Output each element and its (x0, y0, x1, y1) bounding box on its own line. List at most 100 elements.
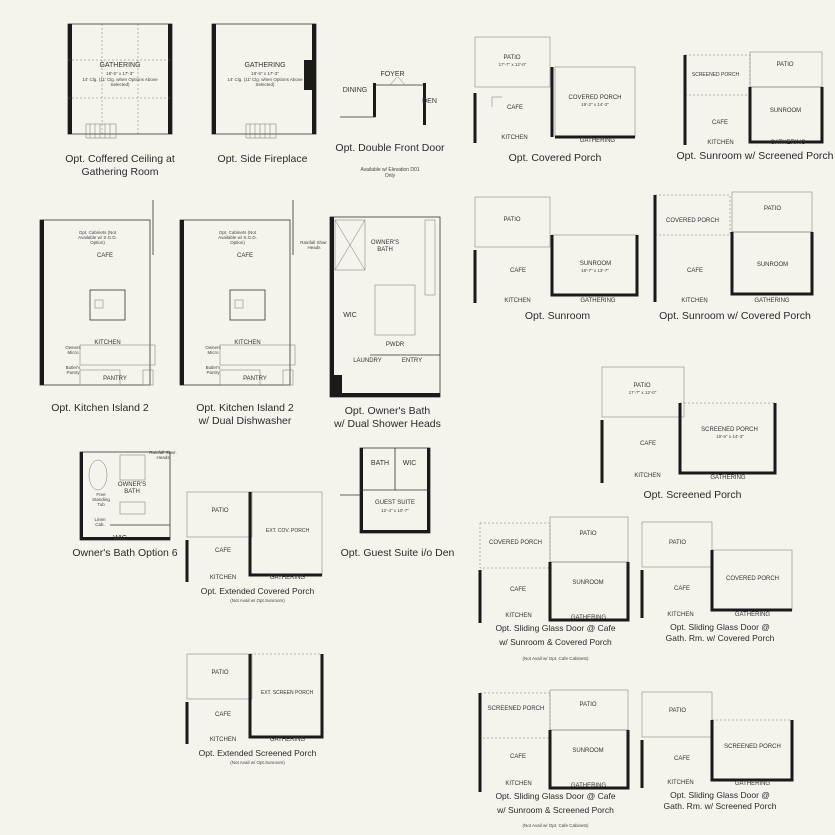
cafe-label: CAFE (673, 586, 690, 592)
sgd-cafe-scr-note: (Not Avail w/ Opt. Cafe Cabinets) (522, 823, 589, 828)
double-door-drawing (340, 76, 426, 125)
caption-kitchen-island2-dw-2: w/ Dual Dishwasher (198, 415, 292, 427)
owners-bath-label: OWNER'S BATH (117, 482, 147, 495)
gathering-dim: 18'-5" x 17'-3" (251, 71, 279, 76)
kitchen-label: KITCHEN (634, 473, 661, 479)
kitchen-label: KITCHEN (209, 575, 237, 581)
plan-kitchen-island2-dw: Opt. Cabinets (Not Available w/ S.G.D. O… (175, 195, 315, 430)
kitchen-island2-drawing (39, 200, 156, 386)
caption-owners-bath6: Owner's Bath Option 6 (72, 547, 178, 559)
patio-label: PATIO (579, 531, 597, 537)
gathering-label: GATHERING (580, 298, 616, 304)
caption-sgd-gath-cov-1: Opt. Sliding Glass Door @ (670, 622, 770, 632)
caption-sgd-cafe-cov-2: w/ Sunroom & Covered Porch (499, 637, 612, 647)
caption-covered-porch: Opt. Covered Porch (508, 152, 602, 164)
pwdr-label: PWDR (385, 342, 405, 348)
plan-sunroom: PATIO CAFE SUNROOM 18'-7" x 13'-7" KITCH… (470, 195, 645, 325)
caption-coffered: Opt. Coffered Ceiling at Gathering Room (65, 153, 175, 178)
owners-bath-label: OWNER'S BATH (370, 240, 400, 253)
owners-bath-dual-drawing (329, 216, 441, 398)
entry-label: ENTRY (401, 358, 423, 364)
caption-side-fireplace: Opt. Side Fireplace (217, 153, 308, 165)
ext-covered-note: (Not Avail w/ Opt.Sunroom) (230, 598, 285, 603)
dining-label: DINING (342, 87, 368, 94)
caption-double-door: Opt. Double Front Door (335, 142, 445, 154)
cafe-label: CAFE (214, 548, 231, 554)
butlers-pantry: Butler's Pantry (205, 365, 221, 375)
covered-porch-dim: 19'-2" x 14'-3" (581, 102, 609, 107)
sunroom-label: SUNROOM (579, 261, 612, 267)
patio-label: PATIO (668, 540, 687, 546)
caption-sunroom: Opt. Sunroom (524, 310, 591, 322)
kitchen-label: KITCHEN (681, 298, 708, 304)
plan-sunroom-covered: PATIO COVERED PORCH CAFE SUNROOM KITCHEN… (650, 190, 820, 325)
patio-label: PATIO (211, 508, 229, 514)
gathering-label: GATHERING (734, 612, 771, 618)
patio-dim: 17'-7" x 12'-0" (498, 62, 527, 67)
screened-porch-label: SCREENED PORCH (487, 706, 545, 712)
sunroom-label: SUNROOM (572, 748, 604, 754)
wic-label: WIC (113, 535, 127, 542)
sunroom-dim: 18'-7" x 13'-7" (581, 268, 609, 273)
plan-kitchen-island2: Opt. Cabinets (Not Available w/ S.G.D. O… (35, 195, 165, 414)
butlers-pantry: Butler's Pantry (65, 365, 81, 375)
caption-sgd-gath-scr-1: Opt. Sliding Glass Door @ (670, 790, 770, 800)
bath-label: BATH (370, 460, 390, 467)
patio-label: PATIO (633, 383, 651, 389)
covered-porch-label: COVERED PORCH (568, 95, 622, 101)
caption-sgd-gath-cov-2: Gath. Rm. w/ Covered Porch (665, 633, 775, 643)
cafe-label: CAFE (236, 253, 253, 259)
plan-sgd-gath-covered: PATIO COVERED PORCH CAFE KITCHEN GATHERI… (640, 520, 800, 645)
sgd-gath-screened-drawing (640, 691, 794, 788)
caption-owners-bath-dual-1: Opt. Owner's Bath (344, 405, 431, 417)
owners-micro: Owners Micro (65, 345, 81, 355)
caption-guest-suite: Opt. Guest Suite i/o Den (340, 547, 455, 559)
sunroom-drawing (473, 196, 639, 303)
patio-label: PATIO (211, 670, 229, 676)
screened-porch-label: SCREENED PORCH (701, 427, 758, 433)
screened-porch-label: SCREENED PORCH (724, 744, 781, 750)
plan-owners-bath-dual: Rainfall Shwr. Heads OWNER'S BATH WIC PW… (300, 215, 450, 430)
opt-cab-note: Opt. Cabinets (Not Available w/ S.G.D. O… (218, 230, 257, 245)
kitchen-label: KITCHEN (234, 340, 261, 346)
covered-porch-label: COVERED PORCH (725, 576, 779, 582)
free-tub: Free Standing Tub (92, 492, 110, 507)
covered-porch-label: COVERED PORCH (665, 218, 719, 224)
plan-covered-porch: PATIO 17'-7" x 12'-0" CAFE KITCHEN COVER… (470, 35, 640, 170)
den-label: DEN (422, 98, 437, 105)
caption-sgd-gath-scr-2: Gath. Rm. w/ Screened Porch (663, 801, 777, 811)
covered-porch-label: COVERED PORCH (488, 540, 542, 546)
sgd-cafe-covered-drawing (478, 516, 630, 623)
plan-sgd-cafe-screened: PATIO SCREENED PORCH CAFE SUNROOM KITCHE… (478, 688, 633, 833)
sunroom-screened-drawing (683, 51, 824, 145)
pantry-label: PANTRY (243, 376, 267, 382)
gathering-label: GATHERING (770, 140, 806, 146)
kitchen-label: KITCHEN (501, 135, 528, 141)
gathering-label: GATHERING (269, 575, 306, 581)
covered-porch-drawing (473, 36, 636, 143)
plan-sgd-gath-screened: PATIO SCREENED PORCH CAFE KITCHEN GATHER… (640, 690, 800, 825)
wic-label: WIC (402, 460, 417, 467)
plan-coffered-ceiling: GATHERING 18'-5" x 17'-3" 14' Clg. (11' … (60, 20, 180, 180)
caption-sgd-cafe-scr-1: Opt. Sliding Glass Door @ Cafe (495, 791, 616, 801)
cafe-label: CAFE (506, 105, 523, 111)
caption-ext-covered: Opt. Extended Covered Porch (200, 586, 315, 596)
cafe-label: CAFE (673, 756, 690, 762)
screened-porch-label: SCREENED PORCH (691, 72, 740, 78)
coffered-ceiling-drawing (67, 23, 173, 139)
owners-bath6-drawing (79, 451, 171, 541)
gathering-label: GATHERING (99, 62, 141, 69)
plan-screened-porch: PATIO 17'-7" x 12'-0" CAFE SCREENED PORC… (600, 365, 785, 505)
side-fireplace-drawing (211, 23, 317, 139)
screened-porch-dim: 19'-5" x 14'-3" (716, 434, 744, 439)
patio-label: PATIO (503, 55, 521, 61)
patio-label: PATIO (776, 62, 794, 68)
caption-sgd-cafe-cov-1: Opt. Sliding Glass Door @ Cafe (495, 623, 616, 633)
ext-covered-drawing (185, 491, 323, 582)
linen-cab: Linen Cab. (94, 517, 106, 527)
kitchen-island2-dw-drawing (179, 200, 296, 386)
sunroom-covered-drawing (653, 191, 814, 302)
guest-suite-label: GUEST SUITE (375, 500, 415, 506)
gathering-label: GATHERING (570, 615, 607, 621)
sunroom-label: SUNROOM (572, 580, 604, 586)
